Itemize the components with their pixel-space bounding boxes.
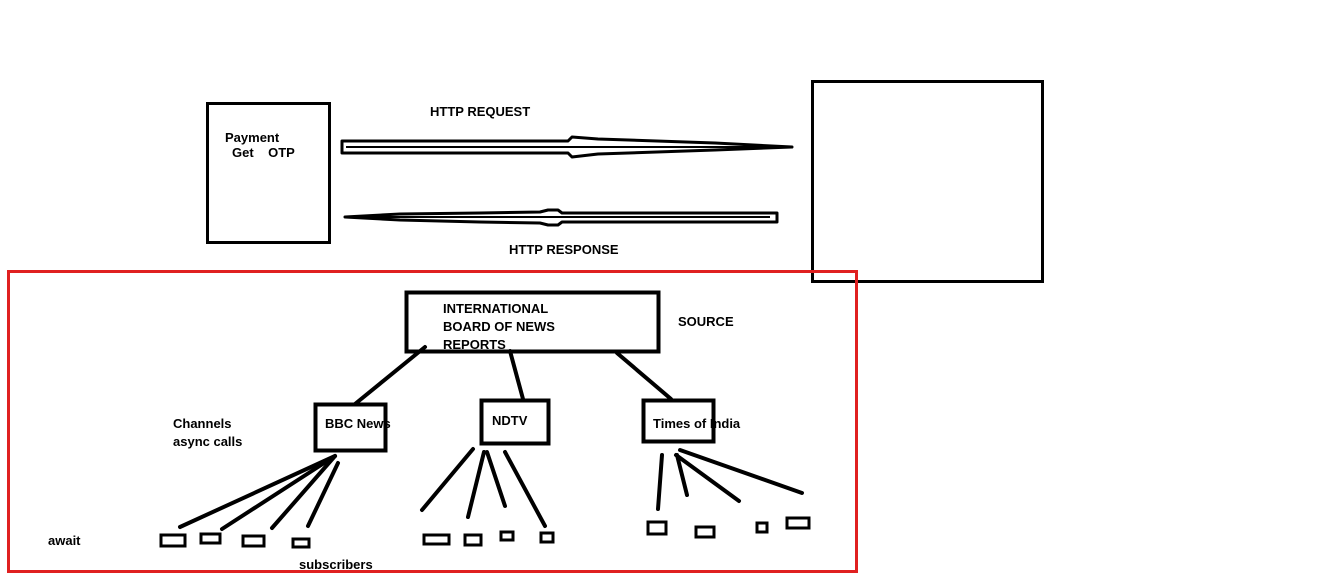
source-connectors xyxy=(353,345,673,406)
source-caption: SOURCE xyxy=(678,314,734,329)
http-request-arrow xyxy=(340,135,794,159)
subscriber-box xyxy=(694,525,716,539)
http-request-label: HTTP REQUEST xyxy=(430,104,531,119)
client-label-get-otp: Get OTP xyxy=(232,145,295,160)
subscriber-boxes xyxy=(159,516,811,549)
subscriber-box xyxy=(539,531,555,544)
subscriber-box xyxy=(241,534,266,548)
subscribers-label: subscribers xyxy=(299,557,373,572)
http-response-label: HTTP RESPONSE xyxy=(509,242,619,257)
pubsub-highlight-frame xyxy=(7,270,858,573)
client-box xyxy=(206,102,331,244)
channels-label: Channels xyxy=(173,416,232,431)
channel-label-toi: Times of India xyxy=(653,416,741,431)
channel-label-bbc: BBC News xyxy=(325,416,391,431)
channel-box-bbc xyxy=(313,402,388,453)
subscriber-box xyxy=(463,533,483,547)
source-label-line3: REPORTS xyxy=(443,337,506,352)
server-box xyxy=(811,80,1044,283)
subscriber-box xyxy=(499,530,515,542)
channel-box-toi xyxy=(641,398,716,444)
subscriber-box xyxy=(291,537,311,549)
client-label-payment: Payment xyxy=(225,130,280,145)
subscriber-box xyxy=(199,532,222,545)
subscriber-box xyxy=(159,533,187,548)
toi-subscriber-lines xyxy=(656,448,804,511)
source-label-line2: BOARD OF NEWS xyxy=(443,319,555,334)
async-calls-label: async calls xyxy=(173,434,243,449)
http-response-arrow xyxy=(343,208,779,227)
source-box xyxy=(404,290,661,354)
subscriber-box xyxy=(785,516,811,530)
await-label: await xyxy=(48,533,81,548)
subscriber-box xyxy=(755,521,769,534)
source-label-line1: INTERNATIONAL xyxy=(443,301,549,316)
bbc-subscriber-lines xyxy=(178,454,340,531)
ndtv-subscriber-lines xyxy=(420,447,547,528)
subscriber-box xyxy=(422,533,451,546)
subscriber-box xyxy=(646,520,668,536)
channel-box-ndtv xyxy=(479,398,551,446)
channel-label-ndtv: NDTV xyxy=(492,413,528,428)
